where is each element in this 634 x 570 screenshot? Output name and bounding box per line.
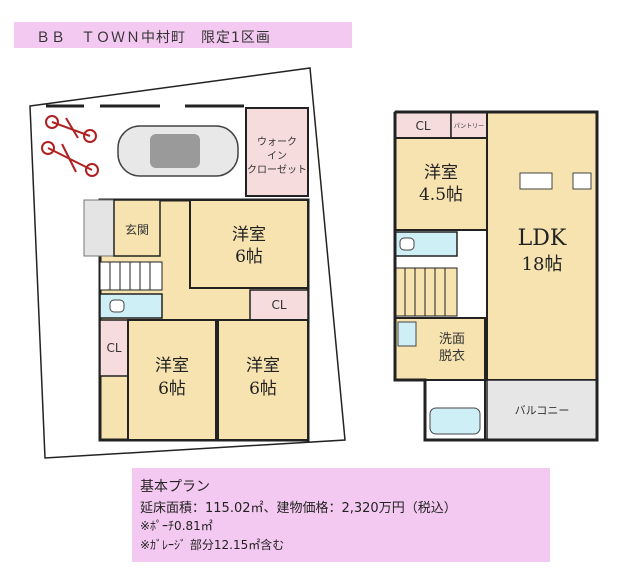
porch — [83, 199, 115, 257]
room-a — [189, 199, 309, 289]
room-a-label-2: 6帖 — [235, 247, 263, 267]
info-panel — [132, 468, 550, 562]
car-icon — [117, 125, 239, 177]
title-banner — [14, 22, 352, 48]
ldk — [486, 111, 598, 381]
entrance-area — [113, 199, 161, 257]
bicycle-icon — [45, 115, 97, 143]
walk-in-closet — [245, 107, 309, 197]
balcony — [486, 379, 598, 441]
info-heading: 基本プラン — [140, 479, 210, 495]
room-c-label-1: 洋室 — [246, 356, 280, 376]
floor2-room-label-2: 4.5帖 — [419, 185, 463, 205]
balcony-label: バルコニー — [515, 404, 570, 417]
floor2-room-label-1: 洋室 — [424, 163, 458, 183]
closet-2 — [249, 289, 309, 321]
closet-1 — [99, 319, 129, 377]
washroom-label-1: 洗面 — [439, 332, 465, 347]
floor2-closet-label: CL — [415, 119, 430, 133]
info-note-porch: ※ﾎﾟｰﾁ0.81㎡ — [140, 519, 213, 533]
floor-plan: ウォーク イン クローゼット 玄関 洋室 6帖 CL CL 洋室 6帖 洋室 6… — [29, 67, 599, 459]
closet-1-label: CL — [106, 341, 121, 355]
stairs — [99, 261, 163, 291]
washroom-label-2: 脱衣 — [439, 348, 465, 364]
entrance-label: 玄関 — [125, 222, 149, 237]
info-main-line: 延床面積：115.02㎡、建物価格：2,320万円（税込） — [140, 501, 457, 516]
toilet-room — [99, 293, 163, 319]
ldk-label-2: 18帖 — [522, 254, 563, 275]
room-a-label-1: 洋室 — [232, 225, 266, 245]
bicycle-icon — [41, 141, 99, 177]
room-b-label-1: 洋室 — [155, 356, 189, 376]
room-c — [217, 319, 309, 441]
walk-in-closet-label-2: イン — [267, 151, 287, 162]
page-title: ＢＢ ＴＯＷＮ中村町 限定1区画 — [36, 30, 271, 46]
info-note-garage: ※ｶﾞﾚｰｼﾞ 部分12.15㎡含む — [140, 538, 285, 552]
floor2-room — [394, 137, 488, 231]
room-b — [127, 319, 217, 441]
walk-in-closet-label-1: ウォーク — [257, 136, 297, 148]
floor2-stairs — [394, 267, 458, 317]
room-c-label-2: 6帖 — [249, 379, 277, 399]
ldk-label-1: LDK — [518, 226, 567, 251]
room-b-label-2: 6帖 — [158, 379, 186, 399]
closet-2-label: CL — [271, 298, 286, 312]
walk-in-closet-label-3: クローゼット — [247, 164, 307, 176]
pantry-label: パントリー — [454, 123, 484, 130]
